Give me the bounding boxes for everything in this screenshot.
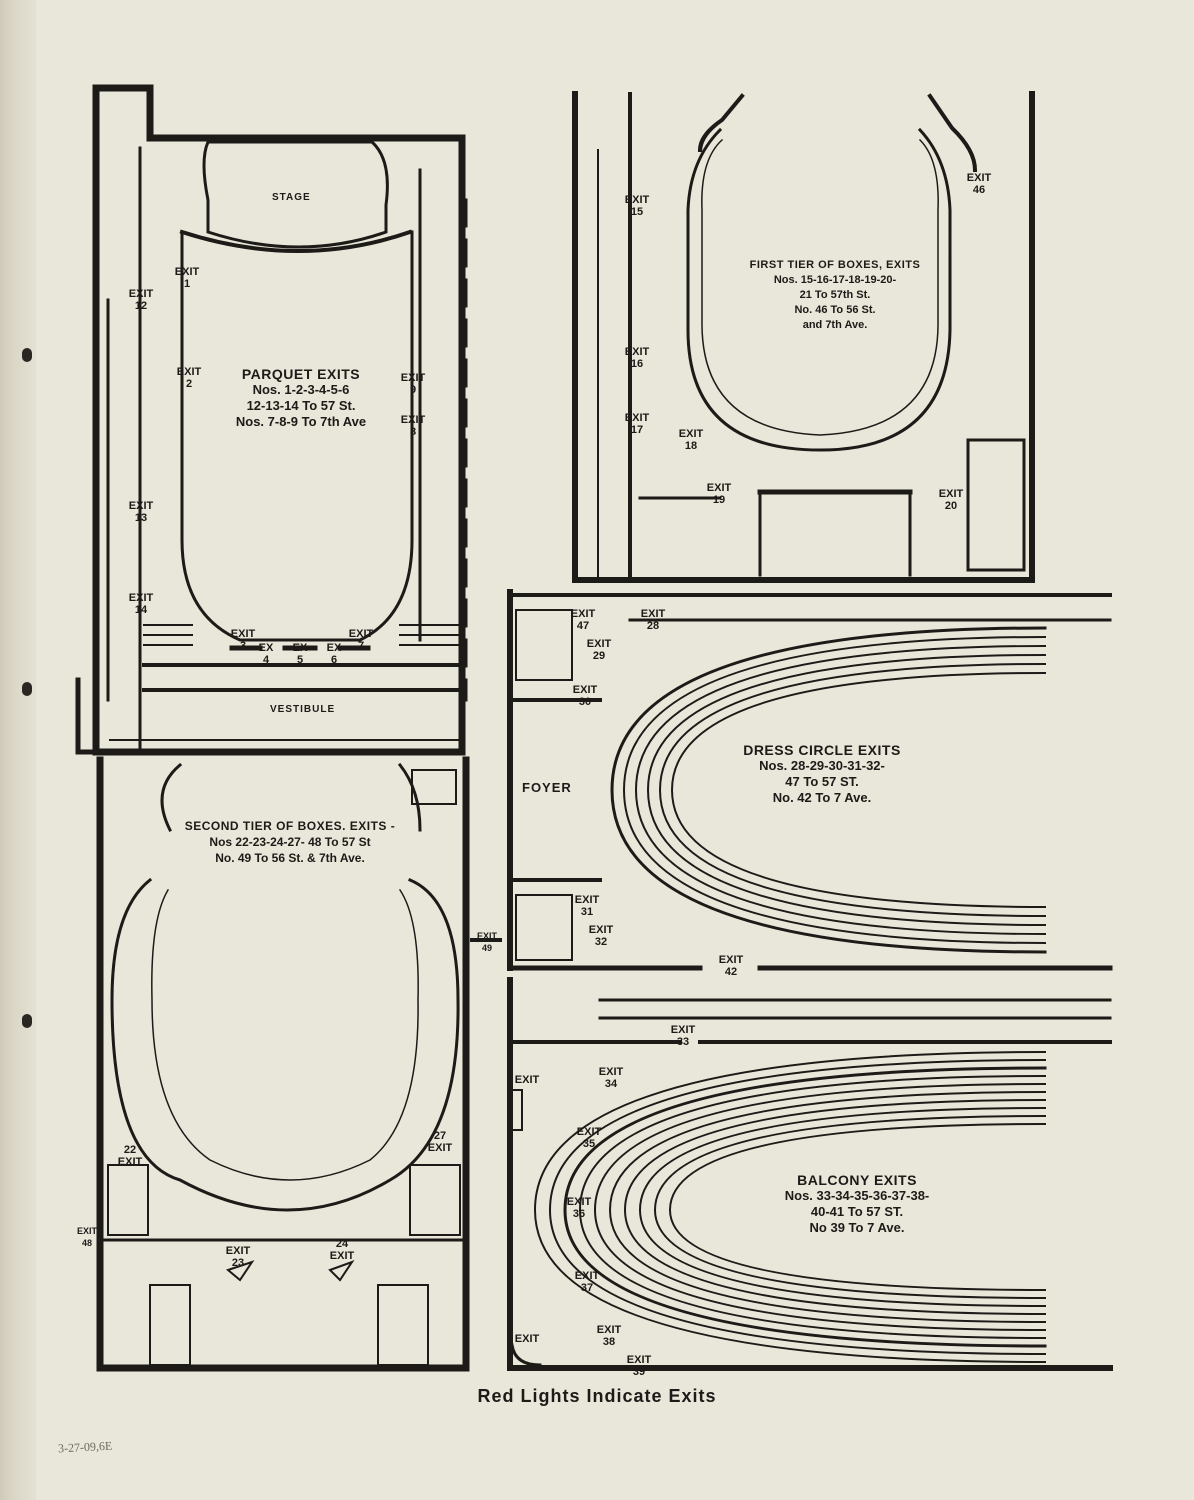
room-label-foyer: FOYER xyxy=(522,780,572,795)
pencil-annotation: 3-27-09,6E xyxy=(57,1438,113,1456)
room-label-vestibule: VESTIBULE xyxy=(270,704,336,715)
parquet-exits-title: PARQUET EXITS xyxy=(241,366,361,382)
first-tier-exits-line: 21 To 57th St. xyxy=(799,289,871,301)
first-tier-plan xyxy=(572,91,1035,583)
balcony-plan xyxy=(507,977,1113,1371)
second-tier-exits-title: SECOND TIER OF BOXES. EXITS - xyxy=(184,819,396,833)
exit-label: EXIT xyxy=(514,1333,540,1345)
binding-ring xyxy=(22,1014,32,1028)
second-tier-exits-block: SECOND TIER OF BOXES. EXITS - Nos 22-23-… xyxy=(160,818,420,866)
parquet-exits-block: PARQUET EXITS Nos. 1-2-3-4-5-6 12-13-14 … xyxy=(196,366,406,430)
parquet-exits-line: 12-13-14 To 57 St. xyxy=(246,398,356,413)
page-caption: Red Lights Indicate Exits xyxy=(477,1386,717,1406)
room-label-stage: STAGE xyxy=(272,192,311,203)
exit-label: EXIT xyxy=(514,1074,540,1086)
first-tier-exits-line: and 7th Ave. xyxy=(802,319,868,331)
dress-circle-plan xyxy=(507,589,1113,971)
dress-circle-exits-title: DRESS CIRCLE EXITS xyxy=(743,742,901,758)
dress-circle-exits-block: DRESS CIRCLE EXITS Nos. 28-29-30-31-32- … xyxy=(722,742,922,806)
first-tier-exits-line: Nos. 15-16-17-18-19-20- xyxy=(773,274,897,286)
balcony-exits-line: 40-41 To 57 ST. xyxy=(810,1204,904,1219)
binding-ring xyxy=(22,348,32,362)
parquet-plan xyxy=(75,84,468,756)
first-tier-exits-block: FIRST TIER OF BOXES, EXITS Nos. 15-16-17… xyxy=(740,258,930,333)
binding-edge xyxy=(0,0,36,1500)
first-tier-exits-title: FIRST TIER OF BOXES, EXITS xyxy=(749,259,921,271)
dress-circle-exits-line: No. 42 To 7 Ave. xyxy=(772,790,872,805)
balcony-exits-block: BALCONY EXITS Nos. 33-34-35-36-37-38- 40… xyxy=(742,1172,972,1236)
parquet-exits-line: Nos. 7-8-9 To 7th Ave xyxy=(235,414,367,429)
second-tier-exits-line: Nos 22-23-24-27- 48 To 57 St xyxy=(209,835,371,849)
dress-circle-exits-line: 47 To 57 ST. xyxy=(785,774,859,789)
parquet-exits-line: Nos. 1-2-3-4-5-6 xyxy=(252,382,350,397)
dress-circle-exits-line: Nos. 28-29-30-31-32- xyxy=(759,758,885,773)
balcony-exits-line: Nos. 33-34-35-36-37-38- xyxy=(784,1188,930,1203)
binding-ring xyxy=(22,682,32,696)
first-tier-exits-line: No. 46 To 56 St. xyxy=(794,304,876,316)
balcony-exits-line: No 39 To 7 Ave. xyxy=(809,1220,905,1235)
balcony-exits-title: BALCONY EXITS xyxy=(797,1172,917,1188)
second-tier-plan xyxy=(96,756,502,1372)
second-tier-exits-line: No. 49 To 56 St. & 7th Ave. xyxy=(215,851,365,865)
